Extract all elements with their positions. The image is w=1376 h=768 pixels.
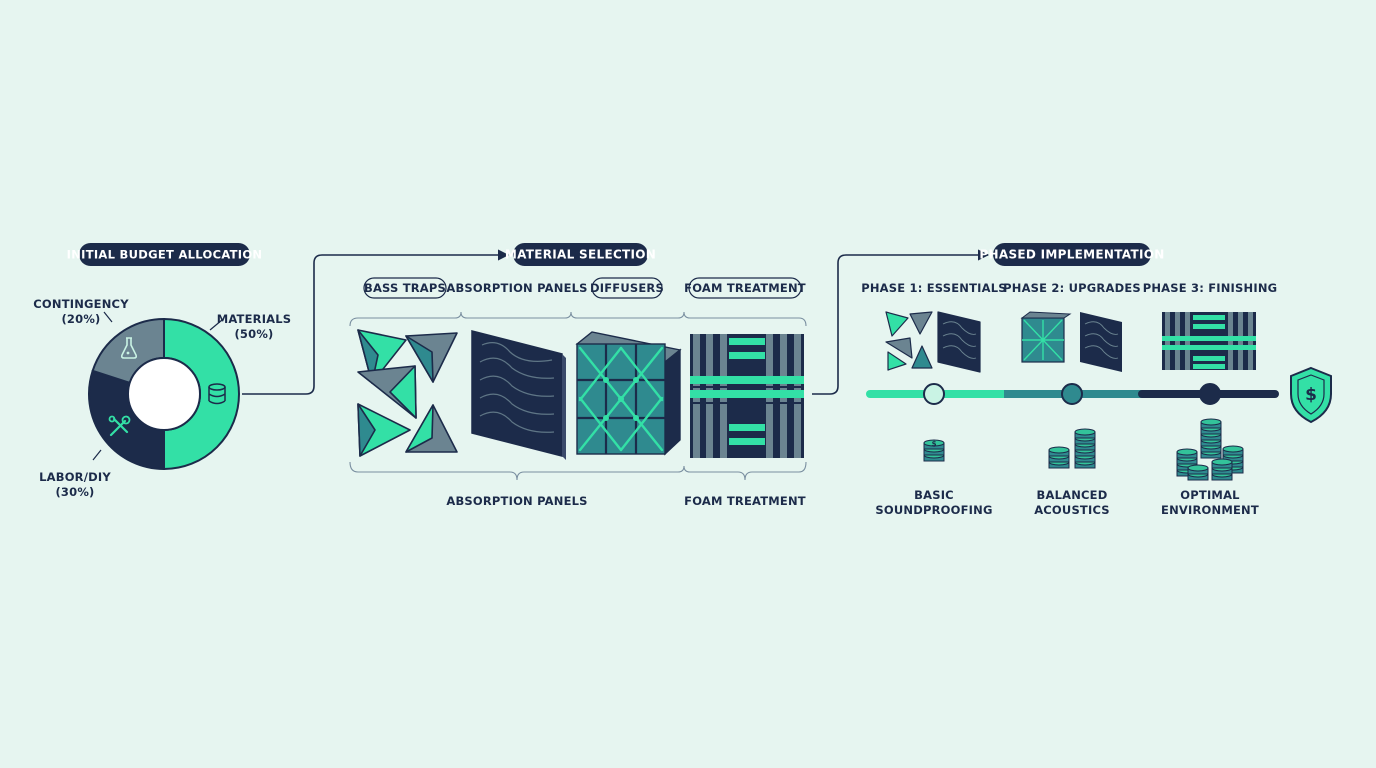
contingency-pct: (20%) [61,312,100,326]
bottom-brace [349,461,807,481]
phase-2-illustration [1020,311,1122,372]
materials-pct: (50%) [234,327,273,341]
labor-label: LABOR/DIY [39,470,111,484]
labor-pct: (30%) [55,485,94,499]
phases-title: PHASED IMPLEMENTATION [979,248,1164,262]
connector-budget-to-materials [242,249,510,395]
coins-icon [1187,464,1209,481]
coins-icon [208,383,226,405]
coins-icon [1200,418,1222,459]
phase-3-illustration [1162,312,1256,370]
phase-3-result-line2: ENVIRONMENT [1161,503,1259,517]
phase-2-marker [1061,383,1083,405]
materials-title: MATERIAL SELECTION [505,248,656,262]
diffuser-illustration [575,331,682,456]
phase-2-result-line2: ACOUSTICS [1034,503,1110,517]
budget-title: INITIAL BUDGET ALLOCATION [67,248,263,262]
absorption-panels-label: ABSORPTION PANELS [446,281,587,295]
connector-materials-to-phases [812,249,990,395]
phase-3-name: PHASE 3: FINISHING [1143,281,1278,295]
dollar-shield-icon: $ [1290,366,1332,424]
budget-section: INITIAL BUDGET ALLOCATION MATERIALS (50%… [33,243,291,499]
svg-text:$: $ [1305,385,1317,405]
contingency-label: CONTINGENCY [33,297,129,311]
diffusers-tag [591,277,663,299]
phase-2-name: PHASE 2: UPGRADES [1003,281,1141,295]
phase-1-name: PHASE 1: ESSENTIALS [861,281,1007,295]
phases-section: PHASED IMPLEMENTATION PHASE 1: ESSENTIAL… [861,243,1332,517]
materials-section: MATERIAL SELECTION BASS TRAPS ABSORPTION… [349,243,807,508]
tools-icon [108,415,131,437]
materials-title-pill: MATERIAL SELECTION [505,243,656,266]
coins-icon [923,439,945,462]
coins-icon [1211,458,1233,481]
phase-1-result-line1: BASIC [914,488,954,502]
bass-traps-label: BASS TRAPS [364,281,446,295]
bottom-absorption-label: ABSORPTION PANELS [446,494,587,508]
coins-icon [1048,446,1070,469]
donut-hole [127,357,201,431]
absorption-panel-illustration [471,330,566,460]
budget-title-pill: INITIAL BUDGET ALLOCATION [67,243,263,266]
flask-icon [120,337,138,359]
foam-treatment-illustration [690,334,804,458]
phase-1-illustration [885,311,981,373]
foam-treatment-tag [688,277,802,299]
bass-traps-tag [363,277,447,299]
phase-2-result-line1: BALANCED [1037,488,1108,502]
phase-timeline [866,383,1279,405]
foam-treatment-label: FOAM TREATMENT [684,281,806,295]
phase-3-result-line1: OPTIMAL [1180,488,1240,502]
diffusers-label: DIFFUSERS [590,281,664,295]
phase-3-marker [1199,383,1221,405]
bass-traps-illustration [357,329,458,457]
budget-donut-chart [88,317,240,471]
dollar-icon: $ [932,440,937,448]
coins-icon [1074,428,1096,469]
top-brace [349,311,807,327]
materials-label: MATERIALS [217,312,292,326]
phases-title-pill: PHASED IMPLEMENTATION [979,243,1164,266]
phase-1-marker [923,383,945,405]
coin-stacks: $ [923,418,1244,481]
phase-1-result-line2: SOUNDPROOFING [875,503,992,517]
bottom-foam-label: FOAM TREATMENT [684,494,806,508]
